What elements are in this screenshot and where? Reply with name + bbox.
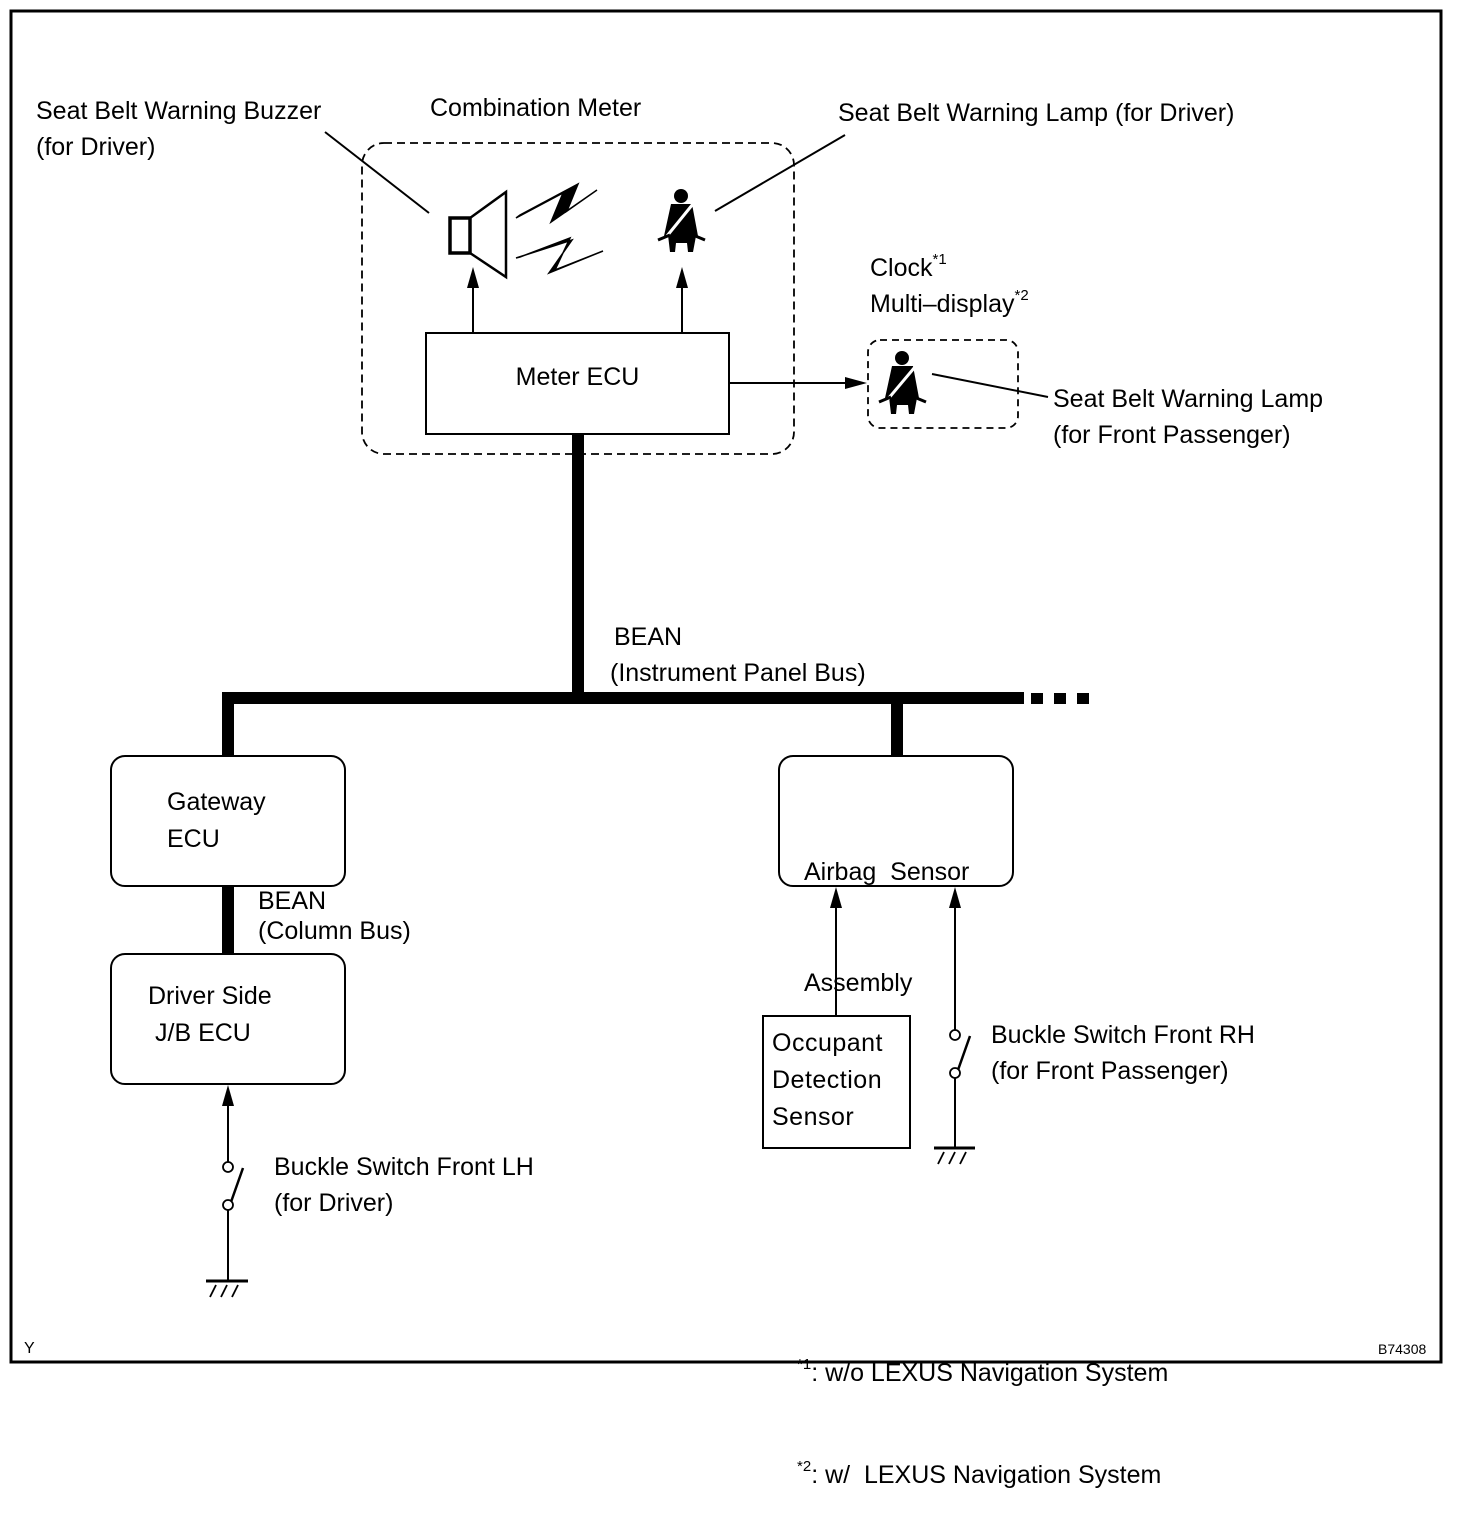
- driver-side-jb-ecu-box: [110, 953, 346, 1085]
- buckle-switch-rh: [934, 887, 975, 1165]
- gateway-line2: ECU: [167, 825, 220, 853]
- occupant-line2: Detection: [772, 1066, 883, 1094]
- passenger-lamp-line2: (for Front Passenger): [1053, 421, 1291, 449]
- buckle-switch-lh: [206, 1085, 248, 1298]
- clock-label: Clock*1: [870, 250, 947, 286]
- meter-ecu-label: Meter ECU: [515, 363, 640, 391]
- speaker-icon: [448, 189, 508, 280]
- footnote-2: *2: w/ LEXUS Navigation System: [797, 1458, 1168, 1492]
- footnote-1-mark: *1: [797, 1356, 812, 1373]
- sound-waves-icon: [515, 182, 604, 275]
- corner-mark: Y: [24, 1340, 35, 1357]
- driver-lamp-label: Seat Belt Warning Lamp (for Driver): [838, 99, 1235, 127]
- column-bus-line1: BEAN: [258, 887, 327, 915]
- figure-id: B74308: [1378, 1341, 1427, 1357]
- arrow-to-passenger-lamp: [729, 377, 867, 389]
- occupant-line3: Sensor: [772, 1103, 855, 1131]
- outer-frame: [9, 9, 1443, 1364]
- passenger-lamp-line1: Seat Belt Warning Lamp: [1053, 385, 1324, 413]
- combination-meter-label: Combination Meter: [430, 94, 642, 122]
- airbag-line2: Assembly: [804, 969, 913, 997]
- arrow-to-driver-lamp: [676, 267, 688, 333]
- footnote-1-text: : w/o LEXUS Navigation System: [811, 1359, 1169, 1387]
- ip-bus-line1: BEAN: [614, 623, 683, 651]
- buckle-rh-label: Buckle Switch Front RH (for Front Passen…: [991, 1017, 1255, 1089]
- buckle-lh-label: Buckle Switch Front LH (for Driver): [274, 1149, 534, 1221]
- multi-display-label: Multi–display*2: [870, 286, 1029, 322]
- seatbelt-driver-icon: [657, 189, 706, 252]
- ip-bus-line2: (Instrument Panel Bus): [610, 659, 866, 687]
- clock-text: Clock: [870, 254, 933, 282]
- buckle-lh-line1: Buckle Switch Front LH: [274, 1153, 534, 1181]
- arrow-to-buzzer: [467, 267, 479, 333]
- instrument-panel-bus: [222, 434, 1089, 756]
- arrow-occupant-to-airbag: [830, 887, 842, 1016]
- airbag-line1: Airbag Sensor: [804, 858, 970, 886]
- leader-passenger-lamp: [931, 373, 1049, 398]
- clock-note-mark: *1: [932, 251, 947, 268]
- occupant-detection-sensor-box: [762, 1015, 911, 1149]
- clock-multidisplay-boundary: [867, 339, 1019, 429]
- gateway-ecu-label: Gateway ECU: [167, 784, 266, 858]
- buzzer-label-line1: Seat Belt Warning Buzzer: [36, 97, 322, 125]
- multi-display-note-mark: *2: [1014, 287, 1029, 304]
- driver-side-jb-ecu-label: Driver Side J/B ECU: [148, 978, 272, 1052]
- footnote-2-text: : w/ LEXUS Navigation System: [811, 1461, 1162, 1489]
- column-bus-line2: (Column Bus): [258, 917, 411, 945]
- airbag-sensor-label: Airbag Sensor Assembly: [804, 780, 969, 1039]
- footnotes: *1: w/o LEXUS Navigation System *2: w/ L…: [797, 1288, 1168, 1526]
- footnote-1: *1: w/o LEXUS Navigation System: [797, 1356, 1168, 1390]
- leader-buzzer: [324, 131, 430, 214]
- column-bus: [222, 886, 234, 954]
- meter-ecu-box: [425, 332, 730, 435]
- jb-line1: Driver Side: [148, 982, 272, 1010]
- buzzer-label: Seat Belt Warning Buzzer (for Driver): [36, 93, 321, 165]
- buckle-rh-line1: Buckle Switch Front RH: [991, 1021, 1255, 1049]
- instrument-panel-bus-label: BEAN (Instrument Panel Bus): [610, 619, 866, 691]
- column-bus-label: BEAN (Column Bus): [258, 886, 411, 946]
- gateway-line1: Gateway: [167, 788, 266, 816]
- multi-display-text: Multi–display: [870, 290, 1015, 318]
- buckle-lh-line2: (for Driver): [274, 1189, 394, 1217]
- seatbelt-passenger-icon: [878, 351, 927, 414]
- leader-driver-lamp: [714, 134, 846, 212]
- airbag-sensor-box: [778, 755, 1014, 887]
- occupant-detection-sensor-label: Occupant Detection Sensor: [772, 1025, 883, 1136]
- passenger-lamp-label: Seat Belt Warning Lamp (for Front Passen…: [1053, 381, 1323, 453]
- wiring-diagram: [9, 9, 1443, 1364]
- buckle-rh-line2: (for Front Passenger): [991, 1057, 1229, 1085]
- footnote-2-mark: *2: [797, 1458, 812, 1475]
- jb-line2: J/B ECU: [155, 1019, 251, 1047]
- buzzer-label-line2: (for Driver): [36, 133, 156, 161]
- occupant-line1: Occupant: [772, 1029, 884, 1057]
